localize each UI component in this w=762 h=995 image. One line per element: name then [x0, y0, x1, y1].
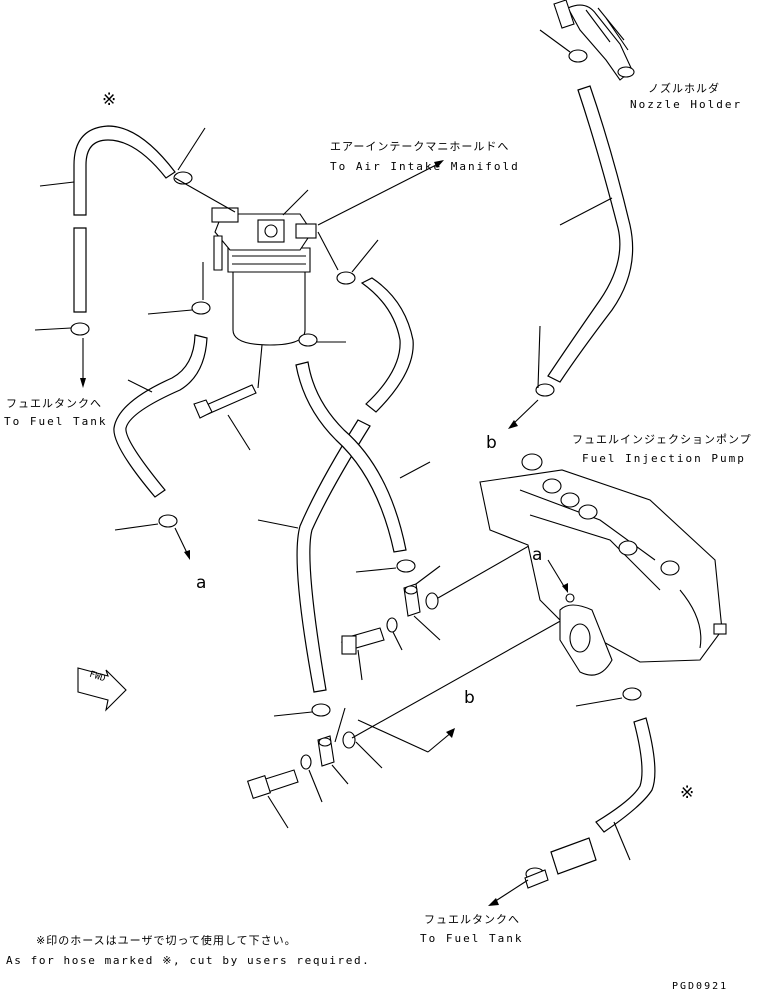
nozzle-holder — [539, 0, 635, 81]
fuel-tank-bottom-label-en: To Fuel Tank — [420, 932, 524, 945]
hose-center-small — [295, 361, 431, 573]
hose-clamp — [34, 171, 193, 388]
hose-right-top — [508, 85, 634, 429]
fuel-injection-pump — [479, 453, 727, 676]
asterisk-mark-top: ※ — [102, 90, 117, 110]
nozzle-holder-label-jp: ノズルホルダ — [648, 82, 720, 95]
asterisk-mark-right: ※ — [680, 783, 695, 803]
mark-a-pump: a — [532, 545, 543, 565]
fuel-pump-label-jp: フュエルインジェクションポンプ — [572, 433, 752, 446]
banjo-fitting-lower — [246, 609, 581, 829]
fuel-filter — [174, 160, 444, 346]
drawing-code: PGD0921 — [672, 981, 729, 992]
nozzle-holder-label-en: Nozzle Holder — [630, 98, 743, 111]
hose-left-top — [39, 125, 206, 313]
air-intake-label-en: To Air Intake Manifold — [330, 160, 520, 173]
hose-left-lower — [113, 334, 208, 560]
fuel-pump-label-en: Fuel Injection Pump — [582, 452, 746, 465]
mark-b-top: b — [486, 433, 497, 453]
mark-b-bottom: b — [464, 688, 475, 708]
fwd-arrow — [77, 667, 127, 712]
air-intake-label-jp: エアーインテークマニホールドへ — [330, 140, 510, 153]
hose-note-jp: ※印のホースはユーザで切って使用して下さい。 — [36, 934, 297, 947]
mark-a-left: a — [196, 573, 207, 593]
hose-right-lower — [488, 687, 656, 906]
fuel-tank-left-label-en: To Fuel Tank — [4, 415, 108, 428]
fuel-tank-left-label-jp: フュエルタンクへ — [6, 397, 102, 410]
fuel-tank-bottom-label-jp: フュエルタンクへ — [424, 913, 520, 926]
hose-center-long — [257, 277, 414, 693]
banjo-fitting-upper — [340, 534, 549, 681]
hose-clamp — [147, 239, 379, 347]
hose-note-en: As for hose marked ※, cut by users requi… — [6, 954, 371, 967]
filter-bolt — [193, 344, 263, 451]
